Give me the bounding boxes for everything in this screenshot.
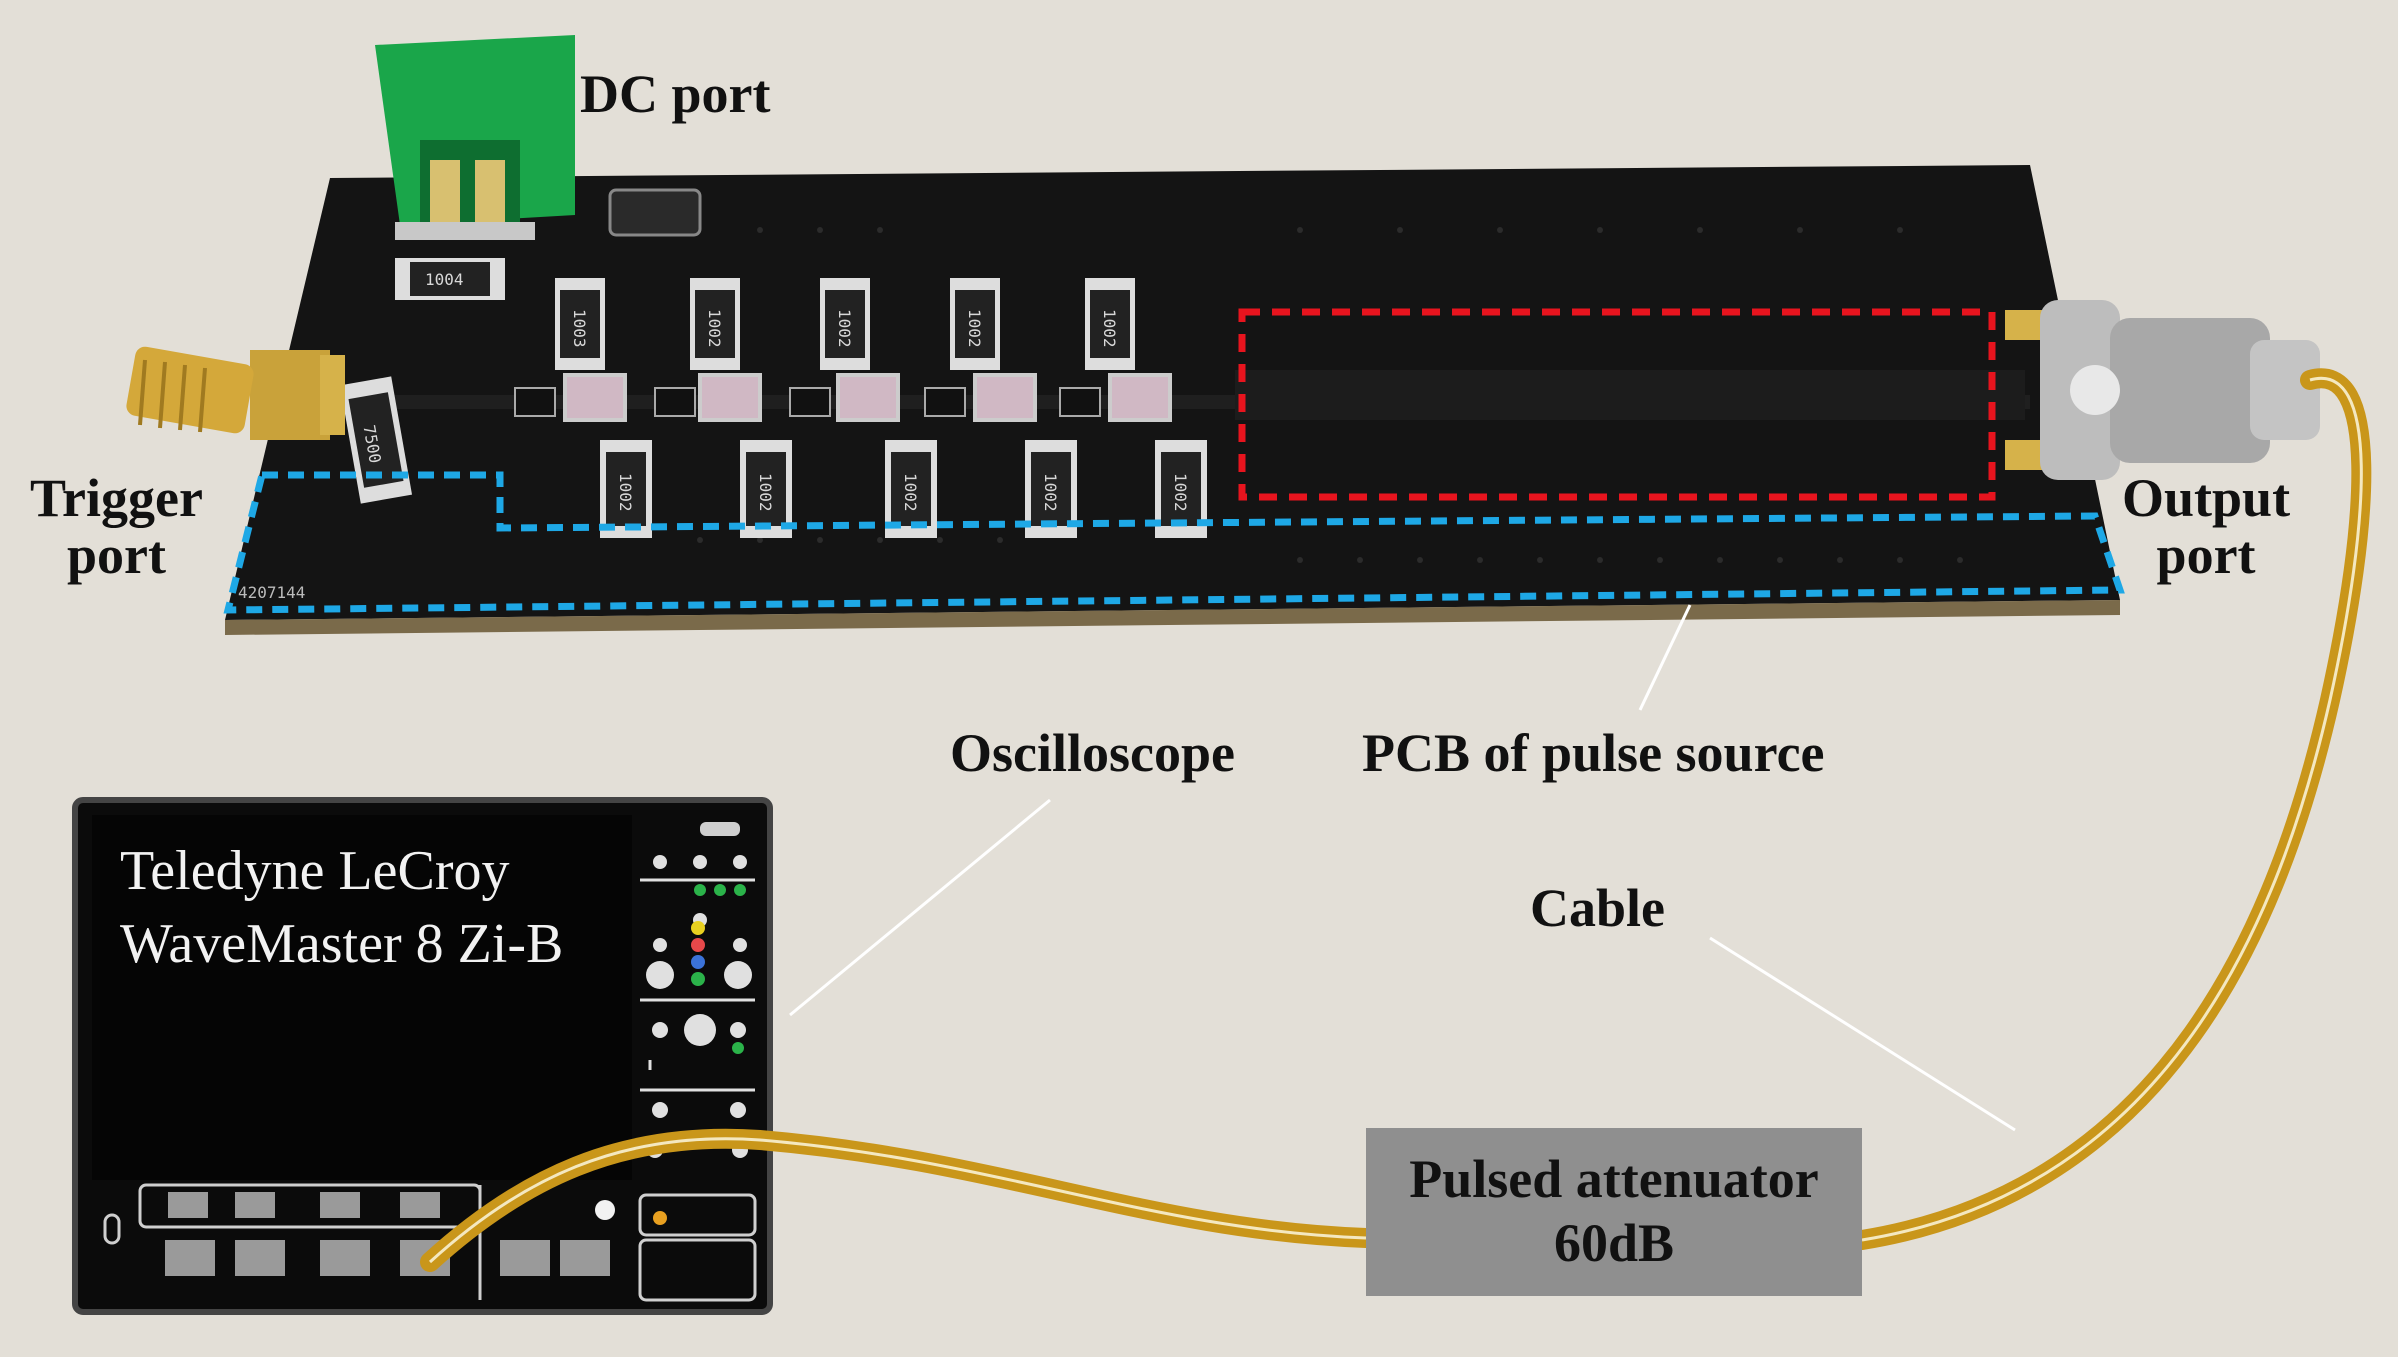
output-port-line2: port	[2156, 524, 2256, 585]
resistor-label: 1003	[570, 309, 589, 348]
leader-oscilloscope	[789, 798, 1051, 1017]
scope-brand: Teledyne LeCroy WaveMaster 8 Zi-B	[120, 835, 563, 981]
trigger-port-line1: Trigger	[30, 468, 203, 528]
bnc-connector-icon	[2005, 300, 2320, 480]
terminal-block-icon	[375, 35, 575, 240]
resistor-1004: 1004	[395, 258, 505, 300]
resistor-label: 1002	[1171, 473, 1190, 512]
resistor-label: 1002	[901, 473, 920, 512]
highlight-red	[1238, 308, 1996, 501]
leader-cable	[1709, 936, 2016, 1132]
sma-connector-icon	[126, 346, 345, 440]
output-port-line1: Output	[2122, 468, 2291, 528]
resistor-label: 1002	[1100, 309, 1119, 348]
attenuator-label: Pulsed attenuator 60dB	[1366, 1148, 1862, 1275]
leader-pcb	[1638, 604, 1692, 711]
oscilloscope-label: Oscilloscope	[950, 723, 1235, 783]
pcb-serial: 4207144	[238, 583, 305, 602]
highlight-blue	[223, 471, 2125, 614]
resistor-label: 1002	[616, 473, 635, 512]
oscilloscope	[72, 797, 773, 1315]
scope-brand-line2: WaveMaster 8 Zi-B	[120, 912, 564, 975]
resistor-label: 1004	[425, 270, 464, 289]
resistor-label: 1002	[835, 309, 854, 348]
output-port-label: Output port	[2122, 470, 2290, 583]
scope-brand-line1: Teledyne LeCroy	[120, 840, 510, 902]
resistor-label: 1002	[1041, 473, 1060, 512]
lower-resistors: 1002 1002 1002 1002 1002	[600, 440, 1207, 538]
attenuator-box: Pulsed attenuator 60dB	[1366, 1128, 1862, 1296]
trigger-port-line2: port	[66, 524, 166, 585]
upper-resistors: 1003 1002 1002 1002 1002	[555, 278, 1135, 370]
pcb-label: PCB of pulse source	[1362, 723, 1825, 783]
resistor-label: 1002	[756, 473, 775, 512]
attenuator-line1: Pulsed attenuator	[1409, 1149, 1819, 1209]
resistor-label: 1002	[965, 309, 984, 348]
cable-label: Cable	[1530, 878, 1665, 938]
component-row	[514, 373, 1172, 422]
attenuator-line2: 60dB	[1553, 1212, 1675, 1273]
trigger-port-label: Trigger port	[30, 470, 203, 583]
resistor-label: 1002	[705, 309, 724, 348]
ic-chip	[608, 188, 702, 237]
dc-port-label: DC port	[580, 64, 771, 124]
